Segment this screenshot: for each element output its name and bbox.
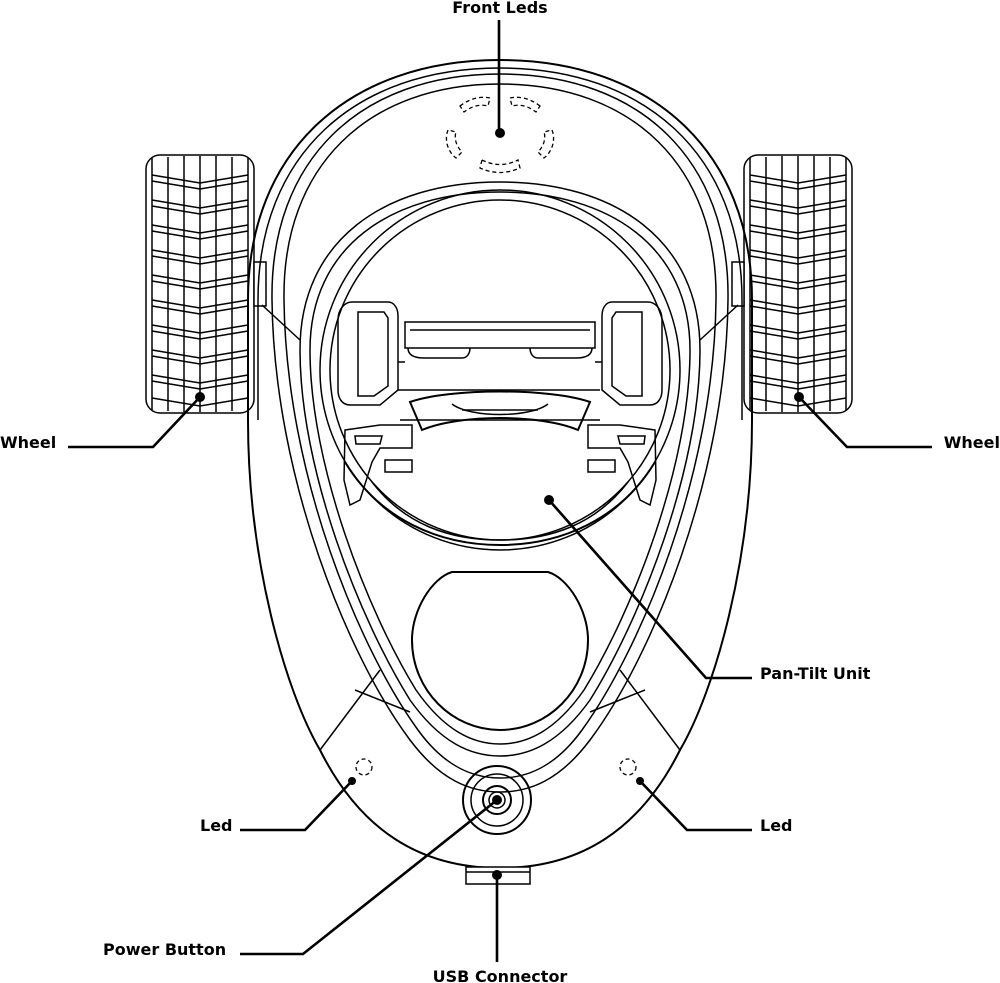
power-button (462, 765, 532, 835)
wheel-right-label: Wheel (944, 433, 1000, 452)
front-leds-label: Front Leds (452, 0, 547, 17)
rear-leds (355, 758, 637, 776)
pan-tilt-unit (337, 301, 663, 547)
wheel-left-label: Wheel (0, 433, 56, 452)
left-wheel (145, 154, 267, 414)
led-right-label: Led (760, 816, 793, 835)
led-left-label: Led (200, 816, 233, 835)
power-button-label: Power Button (103, 940, 226, 959)
right-wheel (731, 154, 853, 414)
callout-lines (68, 20, 932, 962)
usb-connector-label: USB Connector (433, 967, 568, 983)
right-wheel-tread (749, 174, 847, 407)
left-wheel-tread (151, 174, 249, 407)
robot-body (247, 58, 753, 870)
pan-tilt-label: Pan-Tilt Unit (760, 664, 871, 683)
